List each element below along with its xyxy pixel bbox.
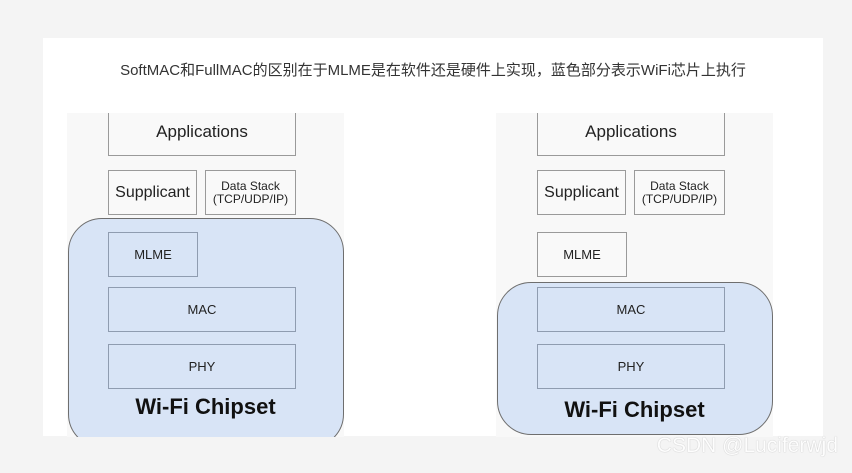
- applications-box: Applications: [537, 113, 725, 156]
- chipset-label: Wi-Fi Chipset: [135, 394, 276, 419]
- mac-box: MAC: [537, 287, 725, 332]
- softmac-diagram: Applications Supplicant Data Stack (TCP/…: [67, 113, 344, 437]
- data-stack-label: Data Stack: [221, 178, 280, 193]
- mlme-box: MLME: [108, 232, 198, 277]
- csdn-watermark: CSDN @Luciferwjd: [656, 434, 838, 457]
- data-stack-label: Data Stack: [650, 178, 709, 193]
- chipset-label: Wi-Fi Chipset: [564, 397, 705, 422]
- supplicant-box: Supplicant: [108, 170, 197, 215]
- data-stack-box: Data Stack (TCP/UDP/IP): [634, 170, 725, 215]
- data-stack-protocols: (TCP/UDP/IP): [212, 191, 289, 206]
- fullmac-diagram: Applications Supplicant Data Stack (TCP/…: [496, 113, 773, 437]
- mac-box: MAC: [108, 287, 296, 332]
- data-stack-protocols: (TCP/UDP/IP): [641, 191, 718, 206]
- mlme-box: MLME: [537, 232, 627, 277]
- phy-box: PHY: [108, 344, 296, 389]
- supplicant-box: Supplicant: [537, 170, 626, 215]
- figure-caption: SoftMAC和FullMAC的区别在于MLME是在软件还是硬件上实现，蓝色部分…: [120, 62, 746, 79]
- phy-box: PHY: [537, 344, 725, 389]
- applications-box: Applications: [108, 113, 296, 156]
- data-stack-box: Data Stack (TCP/UDP/IP): [205, 170, 296, 215]
